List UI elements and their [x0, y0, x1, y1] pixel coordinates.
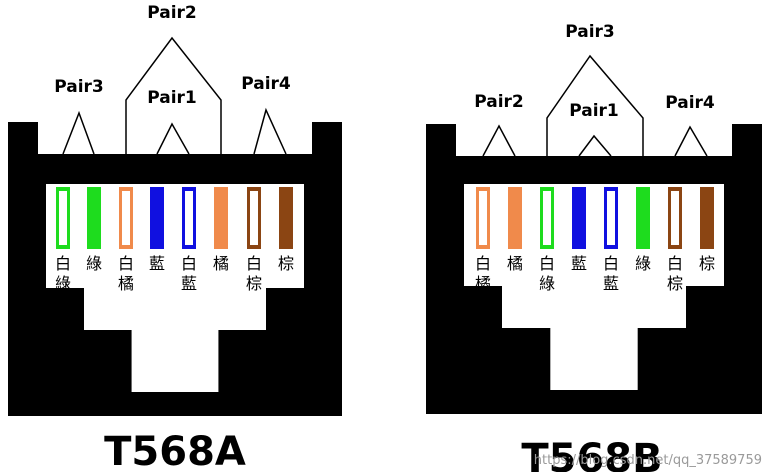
wire-3: 白橘 — [118, 187, 134, 293]
wire-5: 白藍 — [181, 187, 197, 293]
t568a-diagram: Pair3Pair2Pair1Pair4白綠綠白橘藍白藍橘白棕棕T568A — [8, 3, 342, 472]
wire-label: 藍 — [603, 274, 619, 293]
wire-label: 橘 — [475, 274, 491, 293]
standard-title: T568B — [521, 436, 662, 472]
wire-solid — [214, 187, 228, 249]
wire-label: 白 — [55, 254, 71, 273]
wire-6: 橘 — [213, 187, 229, 273]
wire-8: 棕 — [699, 187, 715, 273]
wire-label: 綠 — [55, 274, 71, 293]
pair-label-pair2: Pair2 — [474, 92, 524, 112]
connector-cavity — [46, 184, 304, 392]
pair-bracket — [578, 134, 612, 157]
wire-7: 白棕 — [667, 187, 683, 293]
wire-stripe-inner — [185, 191, 193, 245]
wire-label: 橘 — [507, 254, 523, 273]
watermark: https://blog.csdn.net/qq_37589759 — [533, 453, 762, 468]
pair-label-pair2: Pair2 — [147, 3, 197, 23]
wire-label: 棕 — [699, 254, 715, 273]
wire-stripe-inner — [122, 191, 130, 245]
wire-4: 藍 — [149, 187, 165, 273]
wire-2: 綠 — [86, 187, 102, 273]
pair-label-pair3: Pair3 — [54, 77, 104, 97]
wire-3: 白綠 — [539, 187, 555, 293]
wire-8: 棕 — [278, 187, 294, 273]
wire-label: 綠 — [539, 274, 555, 293]
wire-stripe-inner — [671, 191, 679, 245]
wire-label: 棕 — [278, 254, 294, 273]
wire-label: 綠 — [86, 254, 102, 273]
pair-label-pair1: Pair1 — [569, 101, 619, 121]
wire-solid — [87, 187, 101, 249]
wire-6: 綠 — [635, 187, 651, 273]
wire-stripe-inner — [59, 191, 67, 245]
wire-solid — [636, 187, 650, 249]
wire-label: 白 — [603, 254, 619, 273]
wire-label: 白 — [667, 254, 683, 273]
pair-bracket — [674, 125, 708, 157]
pair-label-pair4: Pair4 — [241, 74, 291, 94]
wire-stripe-inner — [607, 191, 615, 245]
pair-label-pair3: Pair3 — [565, 22, 615, 42]
wire-label: 白 — [181, 254, 197, 273]
connector-cavity — [464, 184, 724, 390]
wire-5: 白藍 — [603, 187, 619, 293]
wire-1: 白橘 — [475, 187, 491, 293]
wire-label: 白 — [475, 254, 491, 273]
wire-label: 綠 — [635, 254, 651, 273]
wire-solid — [279, 187, 293, 249]
wire-solid — [150, 187, 164, 249]
standard-title: T568A — [104, 429, 246, 472]
wire-1: 白綠 — [55, 187, 71, 293]
wire-label: 白 — [118, 254, 134, 273]
wire-label: 橘 — [213, 254, 229, 273]
wire-label: 白 — [246, 254, 262, 273]
contact-bar — [38, 154, 312, 184]
wire-label: 藍 — [571, 254, 587, 273]
pair-label-pair1: Pair1 — [147, 88, 197, 108]
wire-stripe-inner — [479, 191, 487, 245]
wire-label: 藍 — [149, 254, 165, 273]
wire-stripe-inner — [543, 191, 551, 245]
wire-solid — [508, 187, 522, 249]
wire-stripe-inner — [250, 191, 258, 245]
pair-bracket — [156, 122, 190, 155]
pair-bracket — [546, 54, 644, 156]
wire-4: 藍 — [571, 187, 587, 273]
wire-solid — [700, 187, 714, 249]
pair-bracket — [125, 36, 222, 154]
contact-bar — [456, 156, 732, 184]
wire-label: 藍 — [181, 274, 197, 293]
pair-bracket — [482, 124, 516, 157]
wire-label: 棕 — [246, 274, 262, 293]
pair-bracket — [253, 107, 287, 155]
wire-7: 白棕 — [246, 187, 262, 293]
pair-label-pair4: Pair4 — [665, 93, 715, 113]
wire-2: 橘 — [507, 187, 523, 273]
wire-label: 棕 — [667, 274, 683, 293]
pair-bracket — [62, 110, 95, 155]
wire-solid — [572, 187, 586, 249]
wire-label: 白 — [539, 254, 555, 273]
wire-label: 橘 — [118, 274, 134, 293]
